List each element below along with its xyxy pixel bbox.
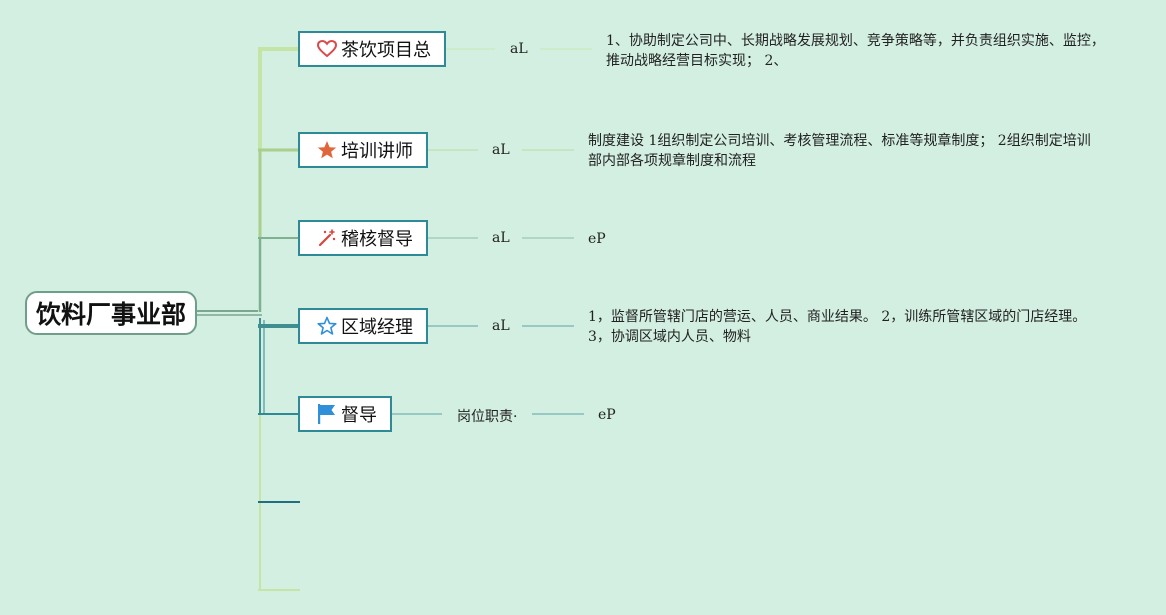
- topic-supervisor[interactable]: 督导: [298, 396, 392, 432]
- subtopic-tag: 岗位职责·: [457, 409, 518, 425]
- description-line: 制度建设 1组织制定公司培训、考核管理流程、标准等规章制度； 2组织制定培训: [588, 133, 1091, 149]
- topic-label: 督导: [341, 405, 377, 426]
- star-outline-icon: [316, 315, 338, 337]
- subtopic-description: 1，监督所管辖门店的营运、人员、商业结果。 2，训练所管辖区域的门店经理。 3，…: [588, 307, 1086, 347]
- description-line: 1，监督所管辖门店的营运、人员、商业结果。 2，训练所管辖区域的门店经理。: [588, 309, 1087, 325]
- topic-label: 稽核督导: [341, 229, 413, 250]
- subtopic-tag: aL: [492, 230, 510, 246]
- description-line: eP: [598, 407, 616, 423]
- description-line: 3，协调区域内人员、物料: [588, 329, 751, 345]
- flag-icon: [316, 403, 338, 425]
- subtopic-description: eP: [588, 229, 606, 249]
- topic-regional-manager[interactable]: 区域经理: [298, 308, 428, 344]
- description-line: 1、协助制定公司中、长期战略发展规划、竞争策略等，并负责组织实施、监控，: [606, 33, 1105, 49]
- topic-training-instructor[interactable]: 培训讲师: [298, 132, 428, 168]
- root-topic[interactable]: 饮料厂事业部: [25, 291, 197, 335]
- topic-tea-project-lead[interactable]: 茶饮项目总: [298, 31, 446, 67]
- subtopic-tag: aL: [510, 41, 528, 57]
- topic-label: 区域经理: [341, 317, 413, 338]
- subtopic-description: eP: [598, 405, 616, 425]
- magic-wand-icon: [316, 227, 338, 249]
- description-line: eP: [588, 231, 606, 247]
- description-line: 推动战略经营目标实现； 2、: [606, 53, 788, 69]
- description-line: 部内部各项规章制度和流程: [588, 153, 756, 169]
- subtopic-description: 制度建设 1组织制定公司培训、考核管理流程、标准等规章制度； 2组织制定培训 部…: [588, 131, 1091, 171]
- root-topic-label: 饮料厂事业部: [35, 300, 186, 329]
- topic-label: 茶饮项目总: [341, 40, 431, 61]
- subtopic-tag: aL: [492, 142, 510, 158]
- subtopic-tag: aL: [492, 318, 510, 334]
- heart-icon: [316, 38, 338, 60]
- topic-label: 培训讲师: [341, 141, 413, 162]
- subtopic-description: 1、协助制定公司中、长期战略发展规划、竞争策略等，并负责组织实施、监控， 推动战…: [606, 31, 1105, 71]
- topic-audit-supervision[interactable]: 稽核督导: [298, 220, 428, 256]
- star-filled-icon: [316, 139, 338, 161]
